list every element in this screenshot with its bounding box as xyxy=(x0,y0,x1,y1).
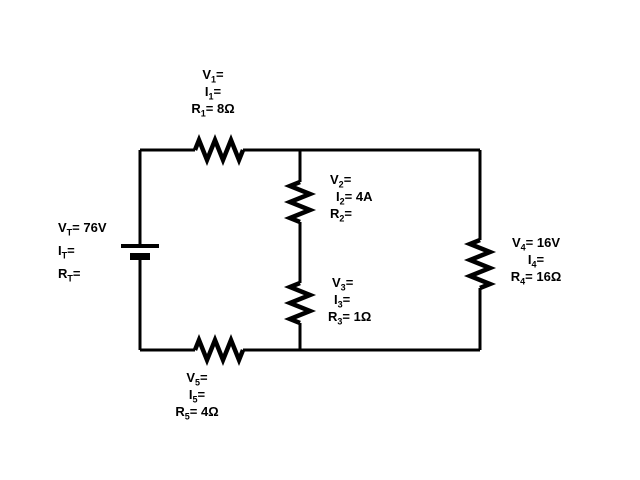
quantity-symbol: I xyxy=(334,292,338,307)
label-r3-voltage: V3= xyxy=(328,274,371,293)
label-r1-current: I1= xyxy=(153,83,273,102)
quantity-subscript: T xyxy=(66,227,73,238)
quantity-value: = 16V xyxy=(525,235,561,250)
quantity-symbol: I xyxy=(527,252,532,267)
quantity-symbol: R xyxy=(330,206,340,221)
quantity-symbol: V xyxy=(202,67,212,82)
quantity-value: = 16Ω xyxy=(525,269,562,284)
quantity-value: = xyxy=(200,370,208,385)
label-r4-voltage: V4= 16V xyxy=(476,234,596,253)
label-source: VT= 76V IT= RT= xyxy=(58,216,107,285)
label-r5-current: I5= xyxy=(137,386,257,405)
quantity-value: = xyxy=(536,252,545,267)
label-r2-resistance: R2= xyxy=(330,205,372,224)
quantity-symbol: I xyxy=(204,84,209,99)
quantity-subscript: 4 xyxy=(531,259,537,270)
quantity-subscript: 4 xyxy=(520,276,526,287)
quantity-value: = xyxy=(197,387,206,402)
quantity-symbol: I xyxy=(188,387,193,402)
quantity-symbol: V xyxy=(58,220,67,235)
quantity-value: = 76V xyxy=(72,220,107,235)
circuit-lines-group xyxy=(121,133,497,367)
quantity-subscript: 3 xyxy=(337,299,343,310)
label-r5-resistance: R5= 4Ω xyxy=(137,403,257,422)
quantity-subscript: T xyxy=(61,250,68,261)
label-source-voltage: VT= 76V xyxy=(58,216,107,239)
label-r3: V3= I3= R3= 1Ω xyxy=(328,274,372,327)
quantity-subscript: 2 xyxy=(339,196,345,207)
label-r5: V5= I5= R5= 4Ω xyxy=(137,369,257,422)
label-r4-current: I4= xyxy=(476,251,596,270)
quantity-symbol: R xyxy=(328,309,338,324)
quantity-symbol: I xyxy=(58,243,62,258)
quantity-symbol: V xyxy=(511,235,521,250)
quantity-subscript: 5 xyxy=(192,394,198,405)
label-r3-current: I3= xyxy=(328,291,371,310)
quantity-value: = xyxy=(343,172,352,187)
quantity-subscript: 1 xyxy=(208,91,214,102)
quantity-value: = 4A xyxy=(344,189,373,204)
quantity-value: = xyxy=(216,67,224,82)
quantity-value: = xyxy=(213,84,222,99)
quantity-subscript: 3 xyxy=(340,282,346,293)
quantity-subscript: 4 xyxy=(520,242,526,253)
label-r2: V2= I2= 4A R2= xyxy=(330,171,373,224)
label-r1: V1= I1= R1= 8Ω xyxy=(153,66,273,119)
label-r4-resistance: R4= 16Ω xyxy=(476,268,596,287)
quantity-symbol: R xyxy=(191,101,201,116)
quantity-value: = xyxy=(344,206,352,221)
quantity-symbol: R xyxy=(510,269,521,284)
label-r2-voltage: V2= xyxy=(330,171,372,190)
resistor-r2-symbol xyxy=(283,179,317,225)
quantity-value: = xyxy=(67,243,75,258)
label-r5-voltage: V5= xyxy=(137,369,257,388)
resistor-r4-symbol xyxy=(463,237,497,291)
label-r3-resistance: R3= 1Ω xyxy=(328,308,372,327)
quantity-value: = xyxy=(72,266,81,281)
circuit-wires xyxy=(138,148,482,352)
label-r2-current: I2= 4A xyxy=(330,188,373,207)
quantity-subscript: 5 xyxy=(184,411,190,422)
quantity-subscript: 3 xyxy=(337,316,343,327)
quantity-symbol: R xyxy=(175,404,185,419)
resistor-r5-symbol xyxy=(192,333,246,367)
label-r1-voltage: V1= xyxy=(153,66,273,85)
quantity-symbol: V xyxy=(332,275,341,290)
quantity-subscript: 1 xyxy=(211,74,217,85)
quantity-value: = 1Ω xyxy=(342,309,372,324)
label-r1-resistance: R1= 8Ω xyxy=(153,100,273,119)
quantity-symbol: R xyxy=(58,266,68,281)
quantity-subscript: T xyxy=(67,273,73,284)
quantity-symbol: V xyxy=(186,370,196,385)
quantity-subscript: 2 xyxy=(338,179,344,190)
quantity-value: = xyxy=(345,275,354,290)
quantity-symbol: I xyxy=(336,189,340,204)
quantity-subscript: 2 xyxy=(339,213,345,224)
quantity-subscript: 1 xyxy=(200,108,206,119)
quantity-subscript: 5 xyxy=(195,377,201,388)
quantity-symbol: V xyxy=(330,172,339,187)
label-r4: V4= 16V I4= R4= 16Ω xyxy=(476,234,596,287)
label-source-current: IT= xyxy=(58,239,107,262)
quantity-value: = 8Ω xyxy=(205,101,235,116)
resistor-r1-symbol xyxy=(192,133,246,167)
resistor-r3-symbol xyxy=(283,280,317,326)
quantity-value: = 4Ω xyxy=(189,404,219,419)
quantity-value: = xyxy=(342,292,351,307)
label-source-resistance: RT= xyxy=(58,262,107,285)
